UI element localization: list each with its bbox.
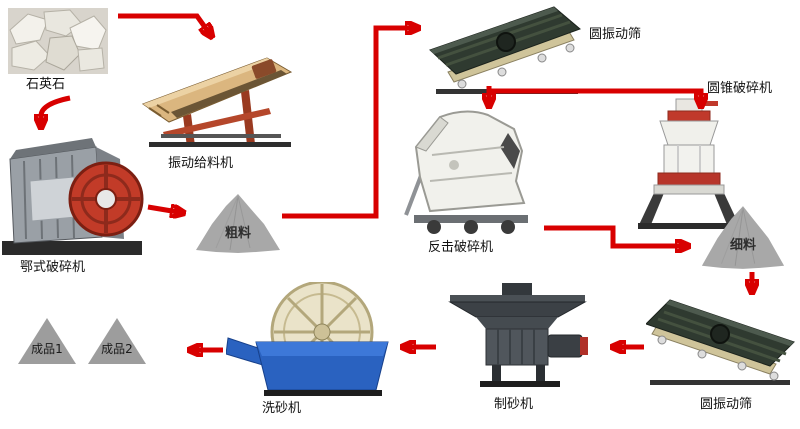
quartz-stone-image (8, 8, 108, 74)
coarse-material-pile (192, 192, 284, 254)
screen-top-label: 圆振动筛 (589, 27, 642, 42)
product2-pile (86, 316, 148, 366)
quartz-label: 石英石 (26, 77, 66, 92)
screen-bottom-label: 圆振动筛 (700, 397, 753, 412)
jaw-crusher-image (0, 133, 148, 259)
jaw-crusher-label: 鄂式破碎机 (20, 260, 86, 275)
vibrating-screen-bottom-image (646, 296, 796, 388)
product1-label: 成品1 (31, 342, 63, 356)
cone-crusher-image (630, 95, 748, 235)
cone-crusher-label: 圆锥破碎机 (707, 81, 773, 96)
coarse-material-label: 粗料 (224, 226, 251, 241)
sand-washer-label: 洗砂机 (262, 401, 302, 416)
vibrating-feeder-image (135, 50, 300, 155)
sand-washer-image (226, 282, 396, 398)
vibrating-screen-top-image (426, 2, 584, 97)
sand-maker-label: 制砂机 (494, 397, 534, 412)
fine-material-pile (698, 204, 788, 270)
product1-pile (16, 316, 78, 366)
impact-crusher-image (396, 103, 546, 237)
sand-making-machine-image (440, 281, 595, 391)
feeder-label: 振动给料机 (168, 156, 234, 171)
impact-crusher-label: 反击破碎机 (428, 240, 494, 255)
fine-material-label: 细料 (729, 238, 756, 253)
product2-label: 成品2 (101, 342, 133, 356)
